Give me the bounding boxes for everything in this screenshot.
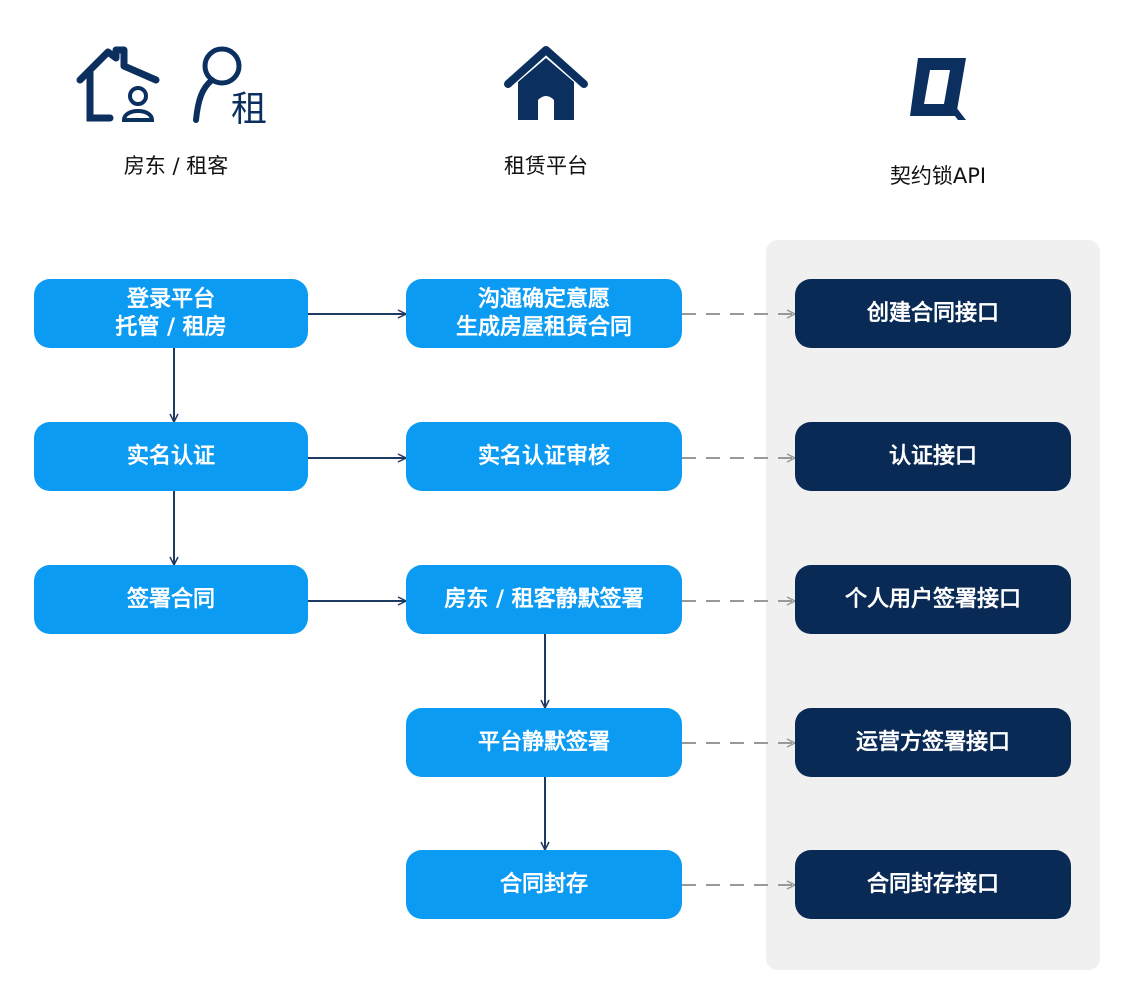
step-user-silent-sign: 房东 / 租客静默签署	[406, 565, 682, 634]
api-label: 创建合同接口	[866, 300, 999, 326]
step-line: 生成房屋租赁合同	[455, 314, 632, 340]
step-contract-archive: 合同封存	[406, 850, 682, 919]
house-icon	[504, 46, 588, 120]
api-contract-archive: 合同封存接口	[795, 850, 1071, 919]
column-title-platform: 租赁平台	[504, 154, 588, 178]
svg-text:租: 租	[231, 89, 267, 124]
api-label: 个人用户签署接口	[844, 586, 1021, 612]
step-line: 合同封存	[499, 871, 588, 897]
api-auth: 认证接口	[795, 422, 1071, 491]
step-line: 登录平台	[126, 286, 215, 312]
house-user-icon	[76, 46, 160, 122]
api-operator-sign: 运营方签署接口	[795, 708, 1071, 777]
step-sign-contract: 签署合同	[34, 565, 308, 634]
step-generate-contract: 沟通确定意愿 生成房屋租赁合同	[406, 279, 682, 348]
api-personal-sign: 个人用户签署接口	[795, 565, 1071, 634]
column-title-landlord-tenant: 房东 / 租客	[123, 154, 229, 178]
step-line: 实名认证	[126, 443, 215, 469]
step-line: 沟通确定意愿	[477, 286, 610, 312]
column-title-api: 契约锁API	[889, 164, 987, 188]
step-auth-review: 实名认证审核	[406, 422, 682, 491]
api-create-contract: 创建合同接口	[795, 279, 1071, 348]
api-label: 认证接口	[888, 443, 977, 469]
qiyuesuo-logo-icon	[910, 58, 966, 120]
step-login-platform: 登录平台 托管 / 租房	[34, 279, 308, 348]
step-line: 托管 / 租房	[115, 314, 227, 340]
step-real-name-auth: 实名认证	[34, 422, 308, 491]
api-label: 运营方签署接口	[855, 729, 1010, 755]
step-line: 平台静默签署	[477, 729, 610, 755]
step-line: 签署合同	[126, 586, 215, 612]
step-line: 实名认证审核	[477, 443, 610, 469]
step-line: 房东 / 租客静默签署	[444, 586, 644, 612]
api-label: 合同封存接口	[866, 871, 999, 897]
person-rent-icon: 租	[193, 46, 267, 124]
step-platform-silent-sign: 平台静默签署	[406, 708, 682, 777]
